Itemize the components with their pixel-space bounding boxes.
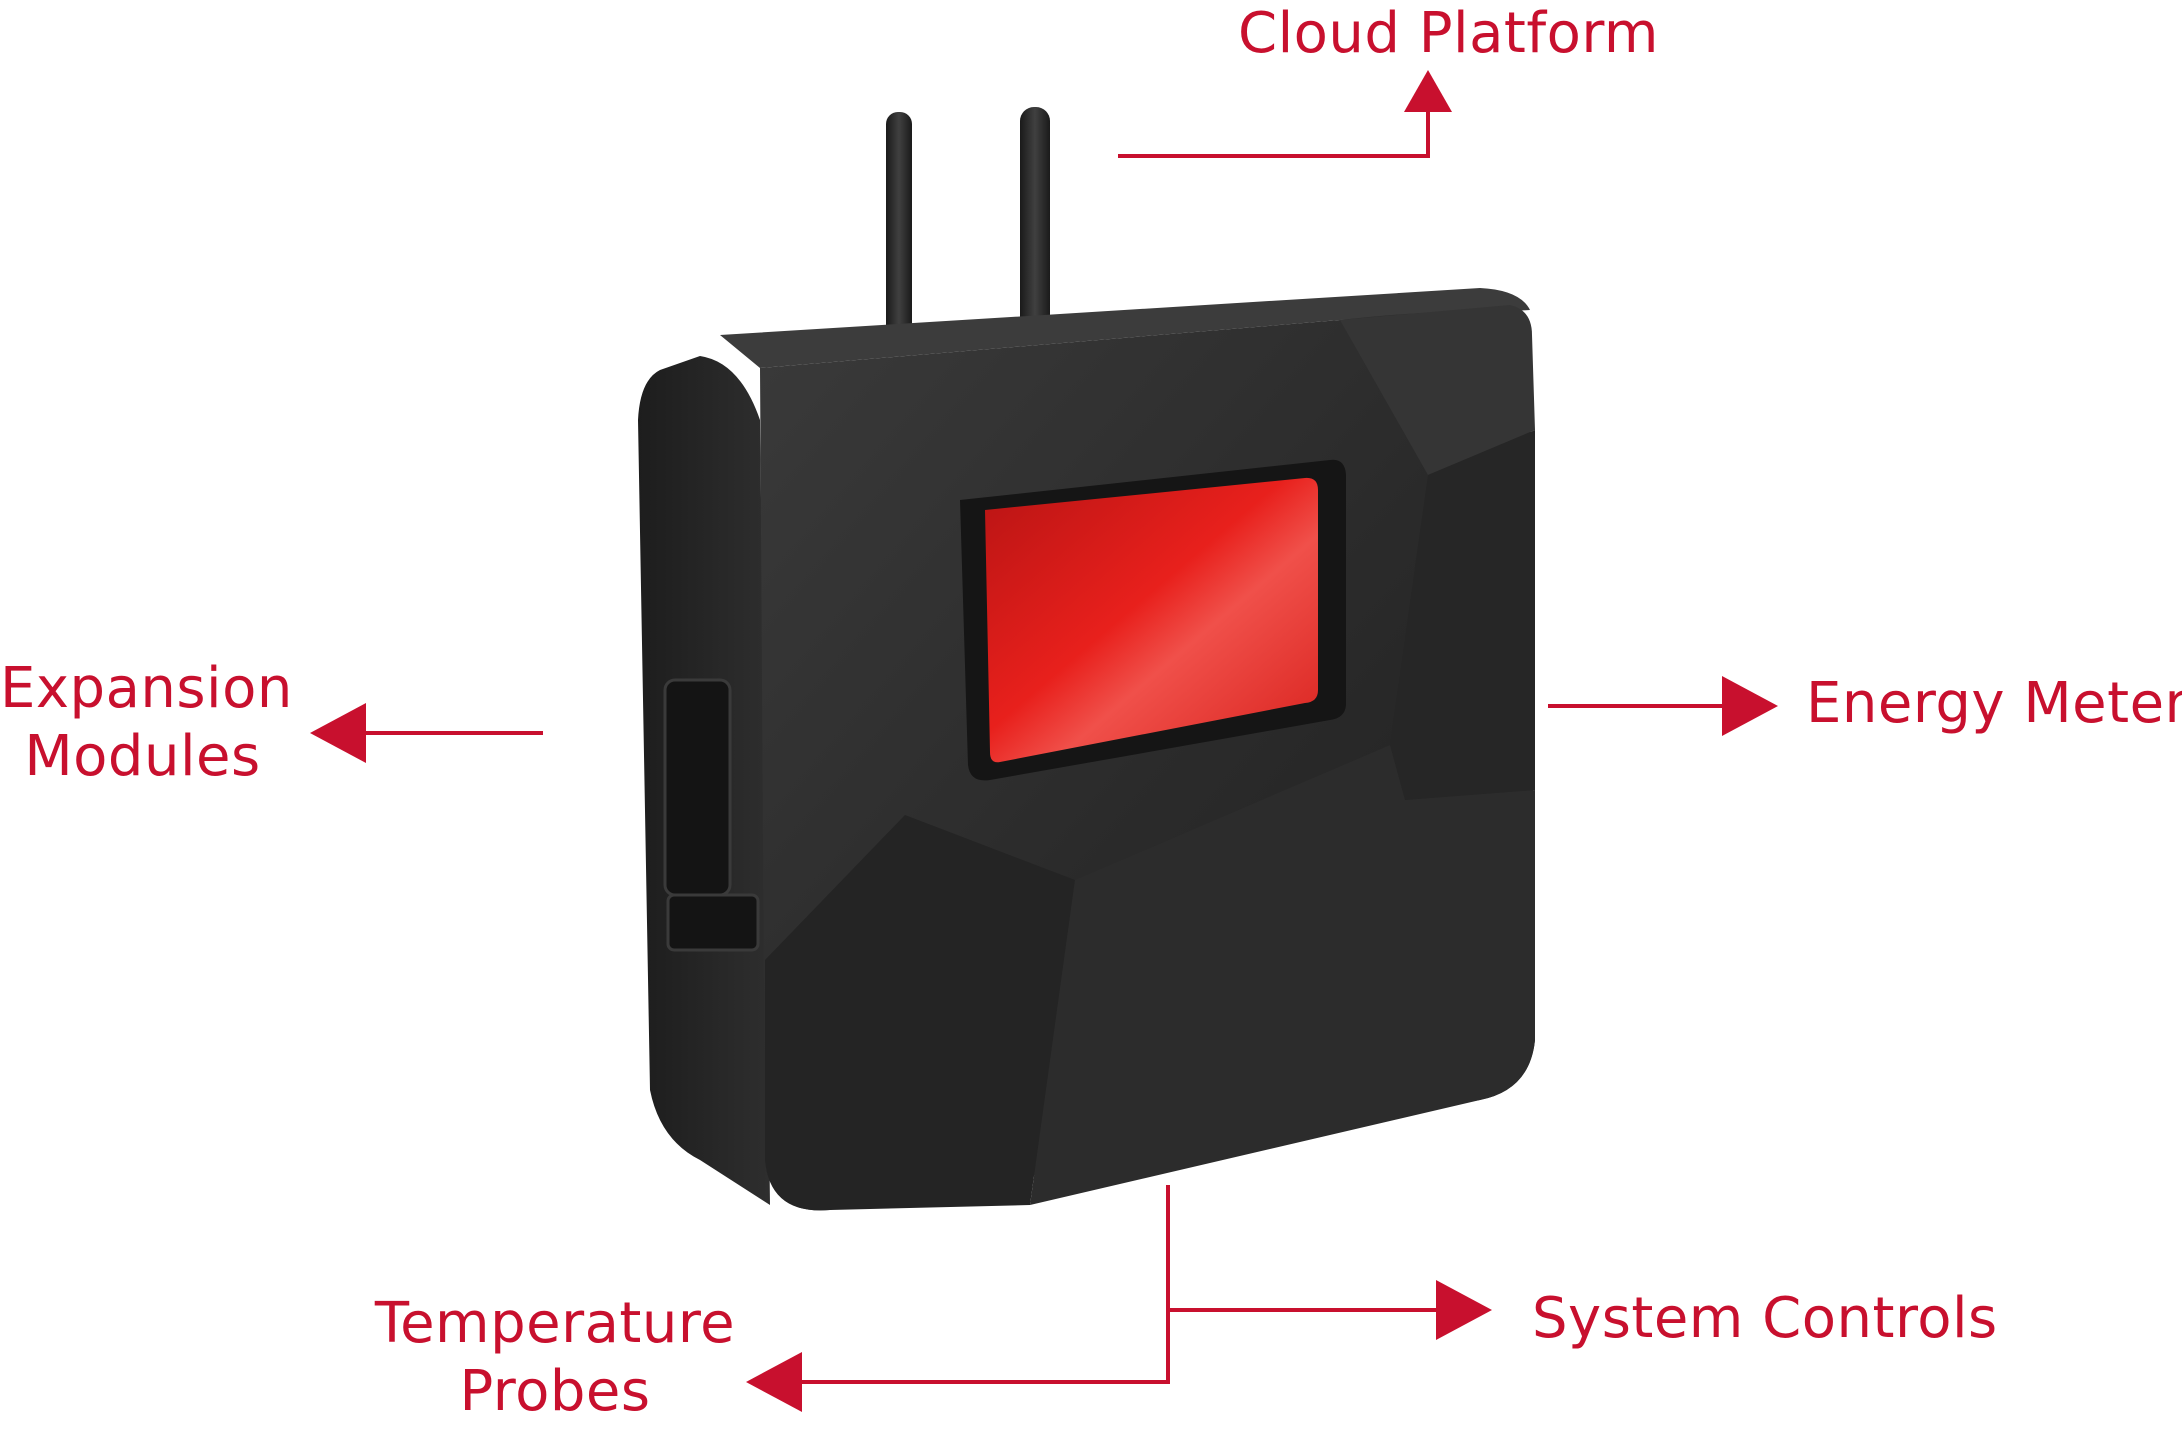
arrow-head-energy-meter [1722,676,1778,736]
label-expansion-modules: Expansion Modules [0,655,293,792]
connector-system-controls [1166,1185,1437,1312]
label-expansion-modules-line2: Modules [24,724,261,790]
connector-cloud-platform [1118,108,1430,158]
arrow-head-temperature-probes [746,1352,802,1412]
label-expansion-modules-line1: Expansion [0,656,293,721]
label-temperature-probes: Temperature Probes [365,1290,745,1427]
label-energy-meter: Energy Meter [1806,671,2182,736]
facet-right [1390,430,1535,800]
screen [985,477,1318,763]
label-temperature-probes-line2: Probes [459,1359,651,1425]
connector-temperature-probes [790,1310,1170,1384]
device-top [720,288,1530,368]
facet-bottom-center [1030,745,1535,1205]
facet-bottom-left [765,815,1075,1211]
arrow-head-expansion-modules [310,703,366,763]
arrow-head-system-controls [1436,1280,1492,1340]
antenna-right [1020,107,1050,332]
label-temperature-probes-line1: Temperature [374,1291,736,1356]
antenna-left [886,112,912,352]
side-port-lower [666,893,760,952]
label-cloud-platform: Cloud Platform [1238,1,1659,66]
label-system-controls: System Controls [1532,1286,1998,1351]
facet-top-right [1340,305,1535,475]
arrow-head-cloud-platform [1404,70,1452,112]
